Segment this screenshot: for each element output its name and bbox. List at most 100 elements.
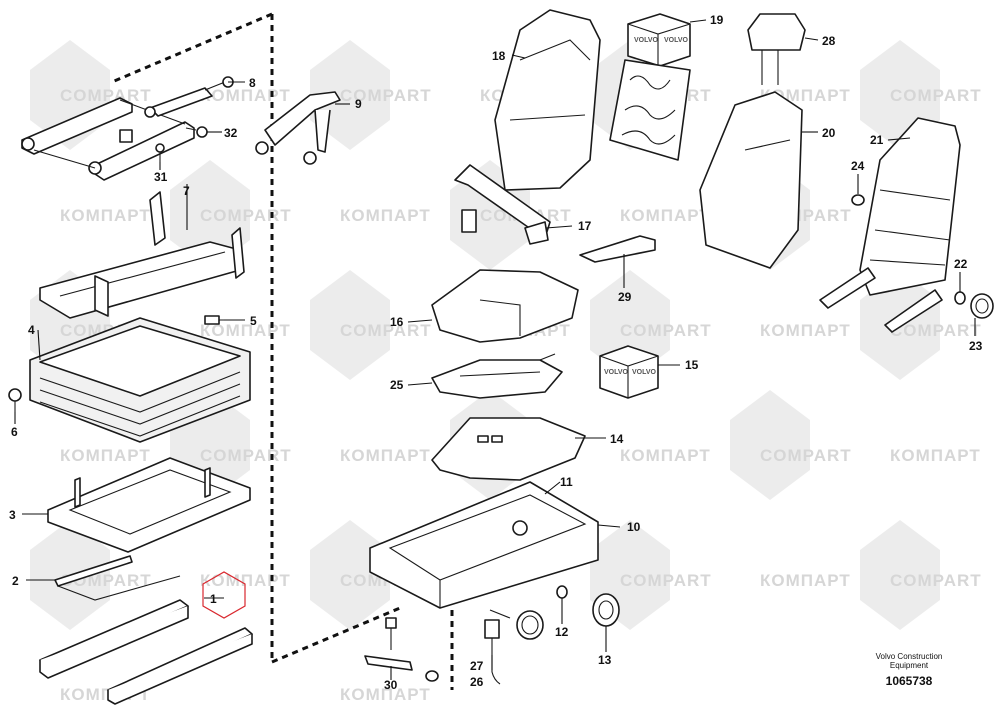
heating-mat xyxy=(609,59,691,161)
seat-belt xyxy=(454,164,551,245)
watermark-latin: COMPART xyxy=(890,571,982,590)
group-boundary-line xyxy=(111,12,273,84)
callout-14: 14 xyxy=(610,432,624,446)
knob-24 xyxy=(851,194,865,206)
watermark-cyrillic: КОМПАРТ xyxy=(620,206,711,225)
watermark-latin: COMPART xyxy=(60,86,152,105)
knob-23 xyxy=(970,293,994,319)
slide-rails xyxy=(39,599,253,705)
callout-18: 18 xyxy=(492,49,506,63)
callout-23: 23 xyxy=(969,339,983,353)
callout-5: 5 xyxy=(250,314,257,328)
callout-29: 29 xyxy=(618,290,632,304)
watermark-cyrillic: КОМПАРТ xyxy=(200,321,291,340)
watermark-cyrillic: КОМПАРТ xyxy=(340,685,431,704)
callout-6: 6 xyxy=(11,425,18,439)
headrest xyxy=(747,13,806,85)
callout-25: 25 xyxy=(390,378,404,392)
highlight-hexagon xyxy=(202,571,246,619)
watermark-cyrillic: КОМПАРТ xyxy=(620,446,711,465)
watermark-latin: COMPART xyxy=(340,86,432,105)
kit-box-brand: VOLVO xyxy=(632,369,657,376)
callout-3: 3 xyxy=(9,508,16,522)
gas-spring xyxy=(144,76,234,118)
watermark-latin: COMPART xyxy=(200,446,292,465)
callout-31: 31 xyxy=(154,170,168,184)
watermark-cyrillic: КОМПАРТ xyxy=(60,446,151,465)
backrest-cover xyxy=(699,91,803,269)
callout-21: 21 xyxy=(870,133,884,147)
callout-10: 10 xyxy=(627,520,641,534)
callout-27: 27 xyxy=(470,659,484,673)
kit-box-brand: VOLVO xyxy=(604,369,629,376)
callout-4: 4 xyxy=(28,323,35,337)
watermark-cyrillic: КОМПАРТ xyxy=(340,206,431,225)
callout-20: 20 xyxy=(822,126,836,140)
callout-13: 13 xyxy=(598,653,612,667)
backrest-frame xyxy=(819,117,961,333)
group-boundary-line xyxy=(271,606,401,664)
rod xyxy=(54,555,181,601)
knob-13 xyxy=(592,593,620,627)
callout-12: 12 xyxy=(555,625,569,639)
callout-11: 11 xyxy=(560,475,573,489)
bracket-29 xyxy=(579,235,656,263)
suspension-linkage xyxy=(21,97,195,181)
drawing-number: 1065738 xyxy=(885,674,933,688)
drawing-footer: Volvo Construction Equipment 1065738 xyxy=(854,652,964,688)
callout-17: 17 xyxy=(578,219,592,233)
callout-30: 30 xyxy=(384,678,398,692)
seat-pan xyxy=(369,481,599,609)
callout-9: 9 xyxy=(355,97,362,111)
lower-suspension-frame xyxy=(39,191,245,319)
watermark-latin: COMPART xyxy=(620,321,712,340)
callout-24: 24 xyxy=(851,159,865,173)
adjustment-knob xyxy=(489,609,544,640)
watermark-cyrillic: КОМПАРТ xyxy=(200,86,291,105)
callout-19: 19 xyxy=(710,13,724,27)
watermark-latin: COMPART xyxy=(340,321,432,340)
watermark-cyrillic: КОМПАРТ xyxy=(340,446,431,465)
callout-26: 26 xyxy=(470,675,484,689)
seat-heating-element xyxy=(431,353,563,399)
callout-16: 16 xyxy=(390,315,404,329)
callout-1: 1 xyxy=(210,592,217,606)
callout-28: 28 xyxy=(822,34,836,48)
watermark-cyrillic: КОМПАРТ xyxy=(60,206,151,225)
seat-foam xyxy=(431,417,586,481)
callout-8: 8 xyxy=(249,76,256,90)
kit-box-brand: VOLVO xyxy=(664,37,689,44)
watermark-latin: COMPART xyxy=(890,86,982,105)
backrest-cushion xyxy=(494,9,601,191)
watermark-latin: COMPART xyxy=(200,206,292,225)
watermark-latin: COMPART xyxy=(760,446,852,465)
company-name-line2: Equipment xyxy=(889,661,929,670)
bolt-assembly-30 xyxy=(364,617,439,682)
callout-2: 2 xyxy=(12,574,19,588)
bolt-31 xyxy=(155,143,165,162)
kit-box-15: VOLVO VOLVO xyxy=(599,345,659,399)
washer-22 xyxy=(954,291,966,305)
callout-15: 15 xyxy=(685,358,699,372)
leader-lines xyxy=(14,19,976,680)
watermark-latin: COMPART xyxy=(890,321,982,340)
callout-7: 7 xyxy=(183,184,190,198)
watermark-cyrillic: КОМПАРТ xyxy=(760,571,851,590)
bellows-cover xyxy=(29,317,251,443)
base-plate xyxy=(47,457,251,553)
watermark-cyrillic: КОМПАРТ xyxy=(760,321,851,340)
washer-12 xyxy=(556,585,568,599)
plug-6 xyxy=(8,388,22,412)
watermark-cyrillic: КОМПАРТ xyxy=(200,571,291,590)
watermark-latin: COMPART xyxy=(620,571,712,590)
callout-32: 32 xyxy=(224,126,238,140)
company-name-line1: Volvo Construction xyxy=(875,652,943,661)
connector-27 xyxy=(484,619,501,685)
strap xyxy=(255,91,341,165)
callout-22: 22 xyxy=(954,257,968,271)
kit-box-brand: VOLVO xyxy=(634,37,659,44)
kit-box-19: VOLVO VOLVO xyxy=(627,13,691,67)
watermark-cyrillic: КОМПАРТ xyxy=(890,446,981,465)
